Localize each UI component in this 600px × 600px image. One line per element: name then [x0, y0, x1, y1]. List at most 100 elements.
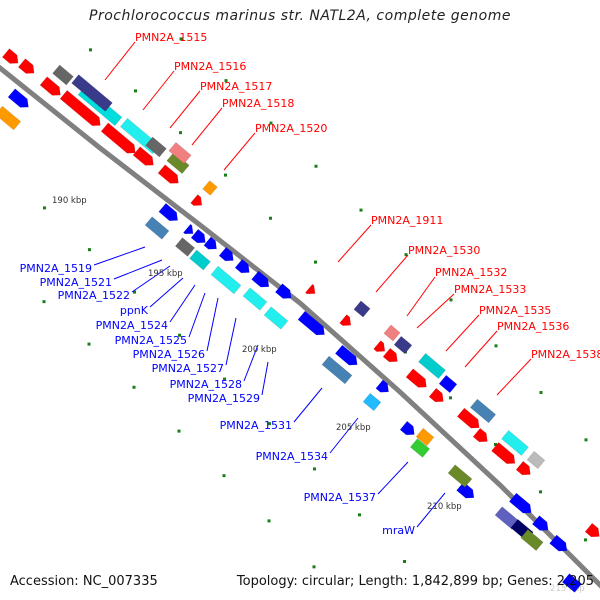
tick-mark: [404, 253, 408, 257]
tick-mark: [269, 121, 273, 125]
gene-feature: [183, 223, 194, 235]
label-leader-line: [169, 284, 196, 323]
gene-feature: [100, 122, 136, 154]
gene-label: PMN2A_1529: [188, 392, 260, 405]
gene-feature: [469, 398, 497, 424]
tick-mark: [178, 333, 181, 337]
tick-mark: [179, 131, 182, 135]
label-leader-line: [377, 461, 409, 495]
tick-mark: [224, 173, 227, 177]
gene-label: PMN2A_1531: [220, 419, 292, 432]
gene-label: PMN2A_1519: [20, 262, 92, 275]
label-leader-line: [261, 361, 269, 396]
tick-mark: [132, 385, 136, 389]
tick-mark: [268, 422, 271, 426]
gene-feature: [190, 194, 203, 206]
gene-label: PMN2A_1526: [133, 348, 205, 361]
gene-feature: [202, 180, 218, 196]
gene-label: PMN2A_1535: [479, 304, 551, 317]
tick-mark: [267, 519, 271, 523]
label-leader-line: [375, 254, 409, 293]
label-leader-line: [406, 276, 436, 317]
accession-text: Accession: NC_007335: [10, 574, 158, 589]
label-leader-line: [191, 107, 223, 146]
gene-feature: [71, 74, 113, 112]
gene-feature: [531, 515, 549, 531]
gene-feature: [0, 105, 22, 131]
gene-label: PMN2A_1521: [40, 276, 112, 289]
gene-feature: [520, 529, 544, 551]
label-leader-line: [93, 246, 146, 266]
gene-feature: [428, 387, 444, 403]
gene-feature: [145, 136, 167, 158]
gene-label: mraW: [382, 524, 415, 537]
gene-feature: [491, 442, 516, 464]
tick-mark: [313, 467, 316, 471]
tick-mark: [449, 396, 452, 400]
gene-feature: [561, 573, 583, 593]
tick-mark: [134, 89, 137, 93]
gene-label: PMN2A_1522: [58, 289, 130, 302]
label-leader-line: [416, 492, 446, 528]
tick-mark: [403, 560, 406, 563]
gene-label: PMN2A_1516: [174, 60, 246, 73]
gene-feature: [508, 492, 532, 514]
tick-mark: [358, 513, 361, 517]
gene-feature: [584, 522, 600, 538]
tick-mark: [177, 429, 181, 433]
gene-label: ppnK: [120, 304, 149, 317]
gene-label: PMN2A_1524: [96, 319, 168, 332]
tick-mark: [88, 248, 91, 252]
tick-mark: [584, 538, 587, 542]
label-leader-line: [206, 297, 219, 352]
gene-feature: [438, 374, 458, 394]
label-leader-line: [131, 265, 171, 293]
gene-feature: [383, 324, 401, 342]
gene-feature: [418, 353, 446, 379]
label-leader-line: [445, 314, 480, 352]
gene-label: PMN2A_1534: [256, 450, 328, 463]
tick-mark: [133, 290, 136, 294]
label-leader-line: [104, 41, 136, 81]
tick-mark: [359, 208, 363, 212]
map-title: Prochlorococcus marinus str. NATL2A, com…: [89, 8, 511, 24]
gene-feature: [218, 246, 234, 262]
label-leader-line: [464, 330, 498, 368]
gene-feature: [501, 430, 529, 456]
tick-mark: [314, 164, 318, 168]
gene-label: PMN2A_1527: [152, 362, 224, 375]
gene-label: PMN2A_1528: [170, 378, 242, 391]
gene-feature: [144, 216, 170, 240]
gene-label: PMN2A_1538: [531, 348, 600, 361]
label-leader-line: [416, 293, 455, 329]
scale-label: 200 kbp: [242, 345, 277, 355]
gene-feature: [52, 64, 74, 86]
tick-mark: [43, 206, 46, 210]
tick-mark: [42, 300, 46, 304]
gene-feature: [59, 90, 101, 127]
label-leader-line: [496, 358, 532, 396]
gene-feature: [415, 427, 435, 447]
gene-feature: [472, 427, 488, 443]
gene-feature: [190, 228, 206, 244]
genome-backbone: [0, 64, 600, 589]
gene-feature: [168, 142, 192, 164]
gene-feature: [234, 258, 250, 274]
tick-mark: [87, 342, 91, 346]
tick-mark: [312, 565, 316, 569]
tick-mark: [223, 377, 226, 381]
gene-feature: [1, 48, 19, 64]
gene-feature: [526, 450, 546, 470]
gene-feature: [274, 283, 292, 299]
gene-feature: [405, 368, 427, 388]
gene-label: PMN2A_1520: [255, 122, 327, 135]
gene-feature: [189, 249, 211, 271]
gene-feature: [242, 287, 268, 311]
gene-feature: [263, 306, 289, 330]
tick-mark: [269, 216, 272, 220]
tick-mark: [494, 443, 497, 446]
gene-feature: [515, 460, 531, 476]
gene-feature: [362, 392, 382, 412]
gene-feature: [494, 506, 520, 530]
